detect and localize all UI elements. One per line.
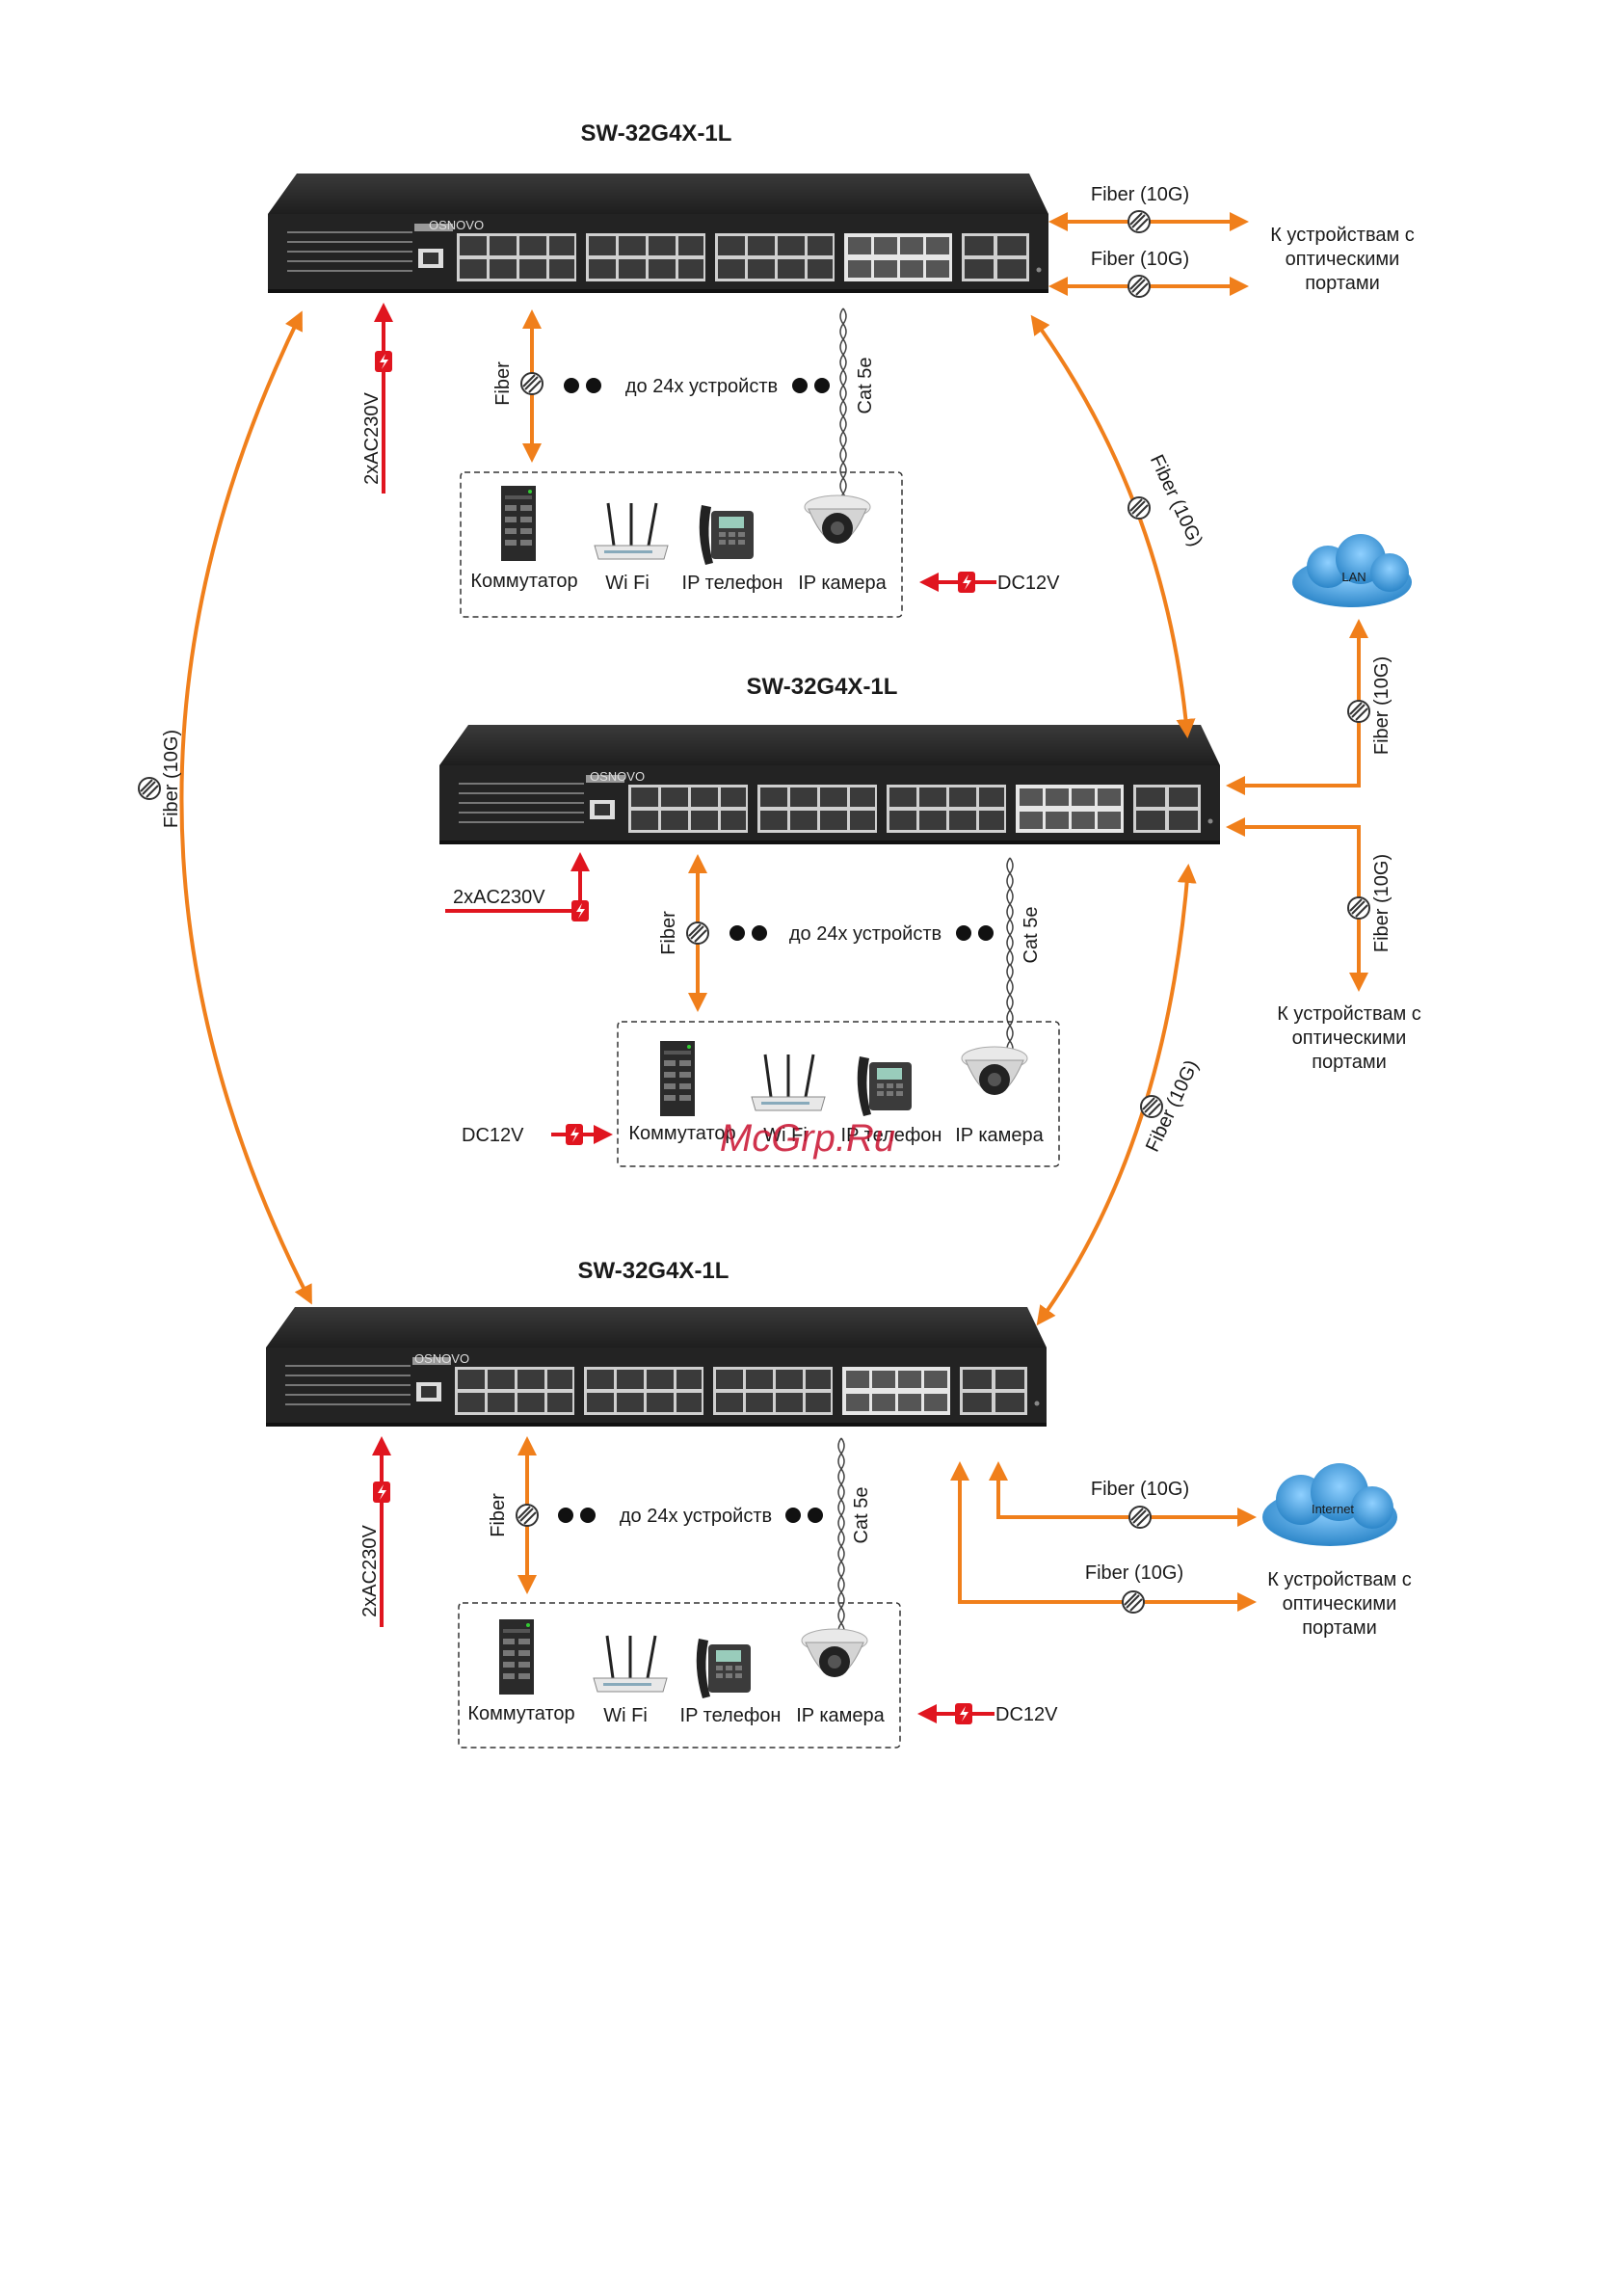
switch-2 bbox=[439, 725, 1220, 844]
device-switch-label: Коммутатор bbox=[467, 1703, 574, 1724]
ip-phone-icon bbox=[857, 1056, 912, 1116]
switch-2-brand: OSNOVO bbox=[590, 769, 645, 784]
ac-power-label: 2xAC230V bbox=[359, 1525, 381, 1617]
optical-devices-line1: К устройствам с bbox=[1270, 225, 1415, 246]
optical-devices-line3: портами bbox=[1302, 1617, 1377, 1639]
optical-devices-line3: портами bbox=[1312, 1052, 1387, 1073]
wifi-router-icon bbox=[592, 1634, 669, 1694]
ip-camera-icon bbox=[961, 1046, 1028, 1096]
device-wifi-label: Wi Fi bbox=[763, 1125, 808, 1146]
devices-group-3 bbox=[458, 1602, 901, 1749]
ip-phone-icon bbox=[696, 1639, 751, 1698]
fiber-icon bbox=[1128, 1506, 1152, 1529]
dc-power-label: DC12V bbox=[995, 1704, 1058, 1725]
fiber-icon bbox=[1347, 896, 1370, 920]
device-camera-label: IP камера bbox=[955, 1125, 1044, 1146]
ip-phone-icon bbox=[699, 505, 754, 565]
cat5e-label: Cat 5e bbox=[851, 1487, 872, 1544]
device-phone-label: IP телефон bbox=[841, 1125, 942, 1146]
power-icon bbox=[955, 1703, 972, 1724]
power-icon bbox=[373, 1482, 390, 1503]
fiber-icon bbox=[686, 921, 709, 945]
switch-device-icon bbox=[501, 486, 536, 561]
device-camera-label: IP камера bbox=[798, 573, 887, 594]
fiber-icon bbox=[1347, 700, 1370, 723]
fiber-icon bbox=[516, 1504, 539, 1527]
wifi-router-icon bbox=[593, 501, 670, 561]
device-wifi-label: Wi Fi bbox=[603, 1705, 648, 1726]
fiber-10g-label: Fiber (10G) bbox=[1091, 1479, 1189, 1500]
power-icon bbox=[571, 900, 589, 921]
cat5e-label: Cat 5e bbox=[855, 358, 876, 414]
devices-count-label: до 24х устройств bbox=[789, 923, 942, 945]
fiber-icon bbox=[1127, 210, 1151, 233]
ip-camera-icon bbox=[804, 494, 871, 545]
fiber-10g-label: Fiber (10G) bbox=[1371, 656, 1393, 755]
fiber-icon bbox=[1127, 496, 1151, 520]
fiber-icon bbox=[138, 777, 161, 800]
switch-3-title: SW-32G4X-1L bbox=[578, 1258, 729, 1284]
power-icon bbox=[375, 351, 392, 372]
switch-1 bbox=[268, 174, 1048, 293]
fiber-label: Fiber bbox=[658, 911, 679, 955]
switch-1-brand: OSNOVO bbox=[429, 218, 484, 232]
device-switch-label: Коммутатор bbox=[470, 571, 577, 592]
fiber-10g-label: Fiber (10G) bbox=[1146, 451, 1207, 549]
devices-group-1 bbox=[460, 471, 903, 618]
devices-group-2 bbox=[617, 1021, 1060, 1167]
fiber-10g-label: Fiber (10G) bbox=[1091, 249, 1189, 270]
device-switch-label: Коммутатор bbox=[628, 1123, 735, 1144]
switch-device-icon bbox=[660, 1041, 695, 1116]
optical-devices-line2: оптическими bbox=[1286, 249, 1400, 270]
device-camera-label: IP камера bbox=[796, 1705, 885, 1726]
switch-2-title: SW-32G4X-1L bbox=[747, 674, 898, 700]
switch-3-brand: OSNOVO bbox=[414, 1351, 469, 1366]
power-icon bbox=[566, 1124, 583, 1145]
device-phone-label: IP телефон bbox=[680, 1705, 782, 1726]
switch-device-icon bbox=[499, 1619, 534, 1695]
internet-label: Internet bbox=[1312, 1502, 1354, 1516]
devices-count-label: до 24х устройств bbox=[620, 1506, 772, 1527]
fiber-10g-label: Fiber (10G) bbox=[1091, 184, 1189, 205]
optical-devices-line3: портами bbox=[1305, 273, 1380, 294]
device-wifi-label: Wi Fi bbox=[605, 573, 650, 594]
devices-count-label: до 24х устройств bbox=[625, 376, 778, 397]
fiber-10g-label: Fiber (10G) bbox=[1085, 1562, 1183, 1584]
optical-devices-line1: К устройствам с bbox=[1267, 1569, 1412, 1590]
optical-devices-line2: оптическими bbox=[1292, 1028, 1407, 1049]
lan-label: LAN bbox=[1341, 570, 1366, 584]
wifi-router-icon bbox=[750, 1053, 827, 1112]
fiber-label: Fiber bbox=[488, 1493, 509, 1537]
watermark: McGrp.Ru bbox=[720, 1117, 895, 1160]
switch-3 bbox=[266, 1307, 1047, 1427]
optical-devices-line2: оптическими bbox=[1283, 1593, 1397, 1615]
device-phone-label: IP телефон bbox=[682, 573, 783, 594]
ip-camera-icon bbox=[801, 1628, 868, 1678]
dc-power-label: DC12V bbox=[997, 573, 1060, 594]
cat5e-label: Cat 5e bbox=[1021, 907, 1042, 964]
internet-cloud bbox=[1262, 1463, 1397, 1546]
fiber-10g-label: Fiber (10G) bbox=[161, 730, 182, 828]
ac-power-label: 2xAC230V bbox=[361, 392, 383, 485]
power-icon bbox=[958, 572, 975, 593]
dc-power-label: DC12V bbox=[462, 1125, 524, 1146]
lan-cloud bbox=[1292, 534, 1412, 607]
fiber-icon bbox=[520, 372, 544, 395]
fiber-label: Fiber bbox=[492, 361, 514, 406]
fiber-icon bbox=[1122, 1590, 1145, 1614]
ac-power-label: 2xAC230V bbox=[453, 887, 545, 908]
optical-devices-line1: К устройствам с bbox=[1277, 1003, 1421, 1025]
fiber-10g-label: Fiber (10G) bbox=[1371, 854, 1393, 952]
fiber-icon bbox=[1127, 275, 1151, 298]
switch-1-title: SW-32G4X-1L bbox=[581, 120, 732, 147]
